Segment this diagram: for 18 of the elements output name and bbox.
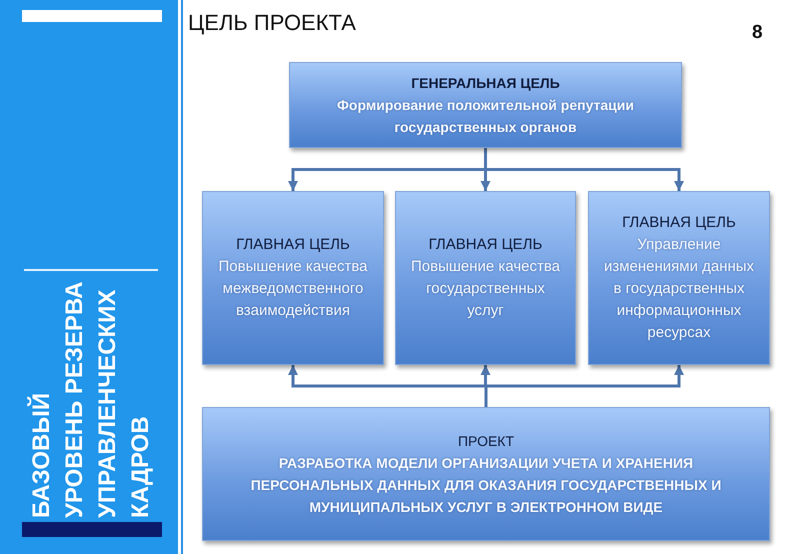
goal-box: [588, 191, 770, 365]
box-heading: ПРОЕКТ: [458, 432, 514, 451]
box-text: Управление изменениями данных в государственных информационных ресурсах: [602, 235, 756, 343]
box-heading: ГЛАВНАЯ ЦЕЛЬ: [622, 213, 736, 233]
box-text: РАЗРАБОТКА МОДЕЛИ ОРГАНИЗАЦИИ УЧЕТА И ХРАНЕНИЯ ПЕРСОНАЛЬНЫХ ДАННЫХ ДЛЯ ОКАЗАНИЯ ГОСУДАРСТВЕННЫХ И МУНИЦИПАЛЬНЫХ УСЛУГ В ЭЛЕКТРОННОМ ВИДЕ: [250, 454, 722, 517]
box-heading: ГЛАВНАЯ ЦЕЛЬ: [428, 235, 542, 255]
goal-box: [395, 191, 576, 365]
box-text: Повышение качества межведомственного взаимодействия: [218, 257, 368, 321]
box-text: Повышение качества государственных услуг: [410, 257, 561, 321]
slide-title: ЦЕЛЬ ПРОЕКТА: [188, 10, 356, 36]
box-heading: ГЛАВНАЯ ЦЕЛЬ: [236, 235, 350, 255]
project-box: [202, 407, 770, 541]
goal-box: [289, 62, 682, 148]
sidebar-heading: БАЗОВЫЙ УРОВЕНЬ РЕЗЕРВА УПРАВЛЕНЧЕСКИХ КАДРОВ: [26, 280, 155, 518]
box-heading: ГЕНЕРАЛЬНАЯ ЦЕЛЬ: [411, 74, 560, 93]
goal-box: [202, 191, 384, 365]
box-text: Формирование положительной репутации государственных органов: [336, 96, 635, 137]
page-number: 8: [752, 22, 763, 44]
